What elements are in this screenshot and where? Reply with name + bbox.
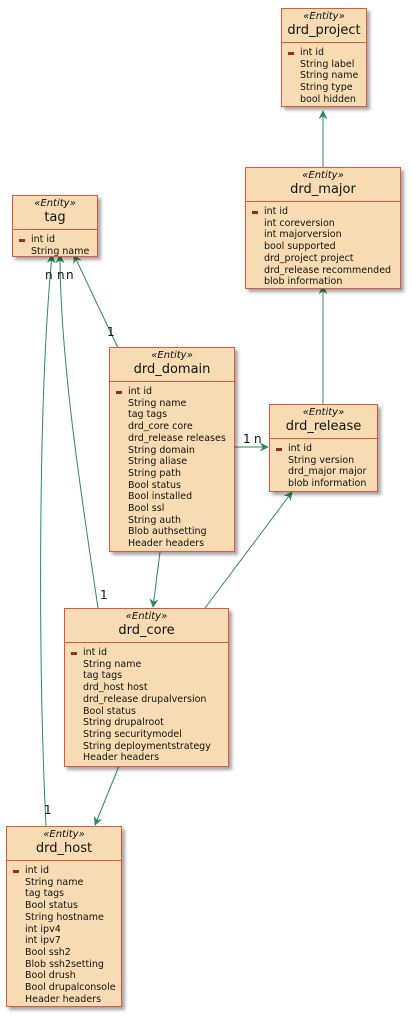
edge-domain-tag (73, 254, 119, 349)
entity-drd-core: «Entity» drd_core int id String name tag… (64, 608, 229, 767)
entity-name: drd_release (285, 419, 362, 434)
entity-attribute: Blob authsetting (128, 526, 207, 538)
entity-attribute: drd_release recommended (264, 264, 392, 276)
private-visibility-icon (252, 211, 258, 214)
entity-name: drd_domain (133, 362, 211, 377)
entity-attribute: Bool status (128, 479, 181, 491)
entity-attribute: String label (300, 58, 355, 70)
entity-drd-domain: «Entity» drd_domain int id String name t… (109, 347, 235, 552)
entity-attribute: int id (128, 386, 153, 397)
multiplicity-label: n (57, 268, 65, 282)
entity-stereotype: «Entity» (151, 350, 193, 361)
entity-attribute: Bool status (25, 900, 78, 912)
entity-attribute: int ipv7 (25, 935, 61, 947)
entity-attribute: int id (83, 647, 108, 658)
entity-attribute: Bool ssh2 (25, 946, 71, 958)
entity-attribute: Bool drupalconsole (25, 982, 116, 994)
entity-drd-project: «Entity» drd_project int id String label… (281, 8, 367, 107)
entity-attribute: drd_release drupalversion (83, 693, 207, 705)
entity-attribute: String name (300, 70, 359, 82)
edge-domain-core (149, 551, 161, 608)
entity-attribute: Header headers (128, 538, 205, 550)
entity-attribute: Bool ssl (128, 503, 165, 515)
entity-attribute: Bool installed (128, 491, 193, 503)
edge-core-tag (55, 254, 99, 609)
entity-attribute: String deploymentstrategy (83, 740, 211, 752)
entity-attribute: String securitymodel (83, 728, 182, 740)
entity-attribute: bool supported (264, 241, 336, 253)
multiplicity-label: n (66, 268, 74, 282)
entity-name: drd_host (35, 841, 93, 856)
entity-attribute: String hostname (25, 911, 104, 923)
entity-attribute: int id (31, 234, 56, 245)
entity-attribute: int id (300, 47, 325, 58)
entity-attribute: int coreversion (264, 217, 335, 229)
entity-attribute: drd_major major (288, 466, 367, 478)
entity-attribute: bool hidden (300, 93, 356, 105)
multiplicity-label: 1 (107, 325, 115, 339)
entity-attribute: int id (25, 865, 50, 876)
entity-attribute: String aliase (128, 456, 188, 468)
edge-core-release (204, 491, 293, 609)
entity-attribute: blob information (264, 276, 343, 288)
entity-attribute: blob information (288, 478, 367, 490)
entity-attribute: int majorversion (264, 229, 342, 241)
entity-attribute: Bool status (83, 705, 136, 717)
entity-attribute: Blob ssh2setting (25, 958, 104, 970)
entity-attribute: drd_project project (264, 252, 354, 264)
entity-stereotype: «Entity» (302, 407, 345, 418)
entity-attribute: String path (128, 467, 181, 479)
private-visibility-icon (71, 652, 77, 655)
entity-stereotype: «Entity» (303, 11, 345, 22)
multiplicity-label: n (254, 432, 262, 446)
entity-stereotype: «Entity» (43, 829, 85, 840)
entity-attribute: int ipv4 (25, 923, 61, 935)
entity-name: drd_core (118, 623, 175, 638)
entity-name: tag (44, 210, 66, 225)
entity-attribute: int id (288, 443, 313, 454)
edge-core-host (93, 765, 120, 826)
entity-attribute: String name (25, 876, 84, 888)
entity-attribute: drd_host host (83, 682, 148, 694)
entity-attribute: Bool drush (25, 970, 76, 982)
entity-attribute: String type (300, 82, 353, 94)
entity-attribute: Header headers (83, 752, 160, 764)
private-visibility-icon (19, 239, 25, 242)
entity-attribute: int id (264, 206, 289, 217)
entity-attribute: String drupalroot (83, 717, 164, 729)
entity-attribute: String name (83, 658, 142, 670)
entity-attribute: String domain (128, 444, 195, 456)
entity-name: drd_project (287, 23, 361, 38)
multiplicity-label: 1 (100, 588, 108, 602)
entity-attribute: drd_release releases (128, 432, 226, 444)
entity-attribute: String auth (128, 514, 181, 526)
private-visibility-icon (288, 52, 294, 55)
private-visibility-icon (116, 391, 122, 394)
multiplicity-label: 1 (44, 803, 52, 817)
multiplicity-label: n (45, 268, 53, 282)
entity-stereotype: «Entity» (302, 170, 344, 181)
multiplicity-label: 1 (243, 432, 251, 446)
entity-attribute: String name (31, 245, 90, 257)
edge-host-tag (40, 254, 56, 827)
private-visibility-icon (276, 448, 282, 451)
entity-stereotype: «Entity» (125, 611, 168, 622)
entity-attribute: String version (288, 454, 355, 466)
entity-tag: «Entity» tag int id String name (12, 195, 98, 257)
entity-attribute: String name (128, 397, 187, 409)
entity-attribute: tag tags (25, 888, 65, 900)
entity-drd-major: «Entity» drd_major int id int coreversio… (245, 167, 401, 289)
entity-stereotype: «Entity» (34, 198, 76, 209)
entity-drd-host: «Entity» drd_host int id String name tag… (6, 826, 122, 1007)
entity-attribute: drd_core core (128, 421, 193, 433)
entity-attribute: Header headers (25, 993, 102, 1005)
entity-drd-release: «Entity» drd_release int id String versi… (269, 404, 378, 492)
entity-attribute: tag tags (83, 670, 123, 682)
private-visibility-icon (13, 870, 19, 873)
entity-attribute: tag tags (128, 409, 168, 421)
entity-name: drd_major (290, 182, 356, 197)
